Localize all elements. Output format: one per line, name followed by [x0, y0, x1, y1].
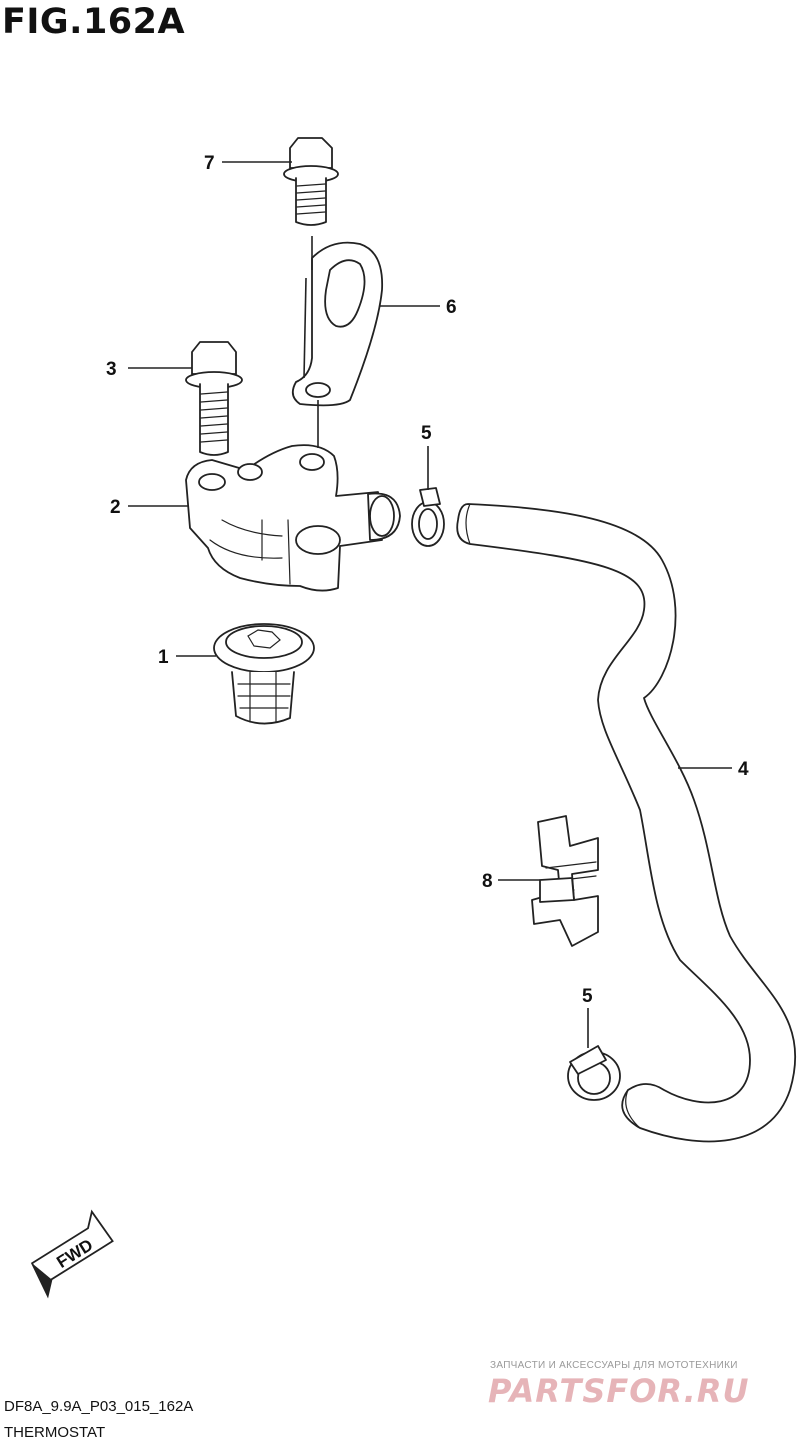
part-5-hose-clamp-lower [567, 1045, 621, 1101]
callout-2: 2 [110, 497, 121, 518]
figure-name: THERMOSTAT [4, 1424, 106, 1441]
callout-7: 6 [446, 297, 457, 318]
part-8-bolt [283, 137, 339, 226]
callout-5-upper: 5 [421, 423, 432, 444]
callout-labels: 7 6 3 5 2 1 4 8 5 [106, 153, 749, 1007]
figure-code: DF8A_9.9A_P03_015_162A [4, 1398, 194, 1415]
fwd-direction-badge: FWD [30, 1209, 114, 1299]
part-2-thermostat-cover [185, 444, 401, 592]
watermark-tagline: ЗАПЧАСТИ И АКСЕССУАРЫ ДЛЯ МОТОТЕХНИКИ [490, 1360, 738, 1371]
part-3-bolt [185, 341, 243, 456]
figure-title: FIG.162A [2, 2, 186, 42]
callout-5-lower: 5 [582, 986, 593, 1007]
part-4-hose [456, 503, 796, 1143]
part-6-hose-clip [531, 815, 599, 947]
callout-6: 8 [482, 871, 493, 892]
part-5-hose-clamp-upper [411, 487, 445, 547]
part-1-thermostat [213, 623, 315, 725]
leader-lines [128, 161, 732, 1048]
callout-8: 7 [204, 153, 215, 174]
callout-4: 4 [738, 759, 749, 780]
callout-1: 1 [158, 647, 169, 668]
watermark-logo: PARTSFOR.RU [488, 1372, 750, 1410]
callout-3: 3 [106, 359, 117, 380]
part-7-bracket [291, 241, 383, 407]
